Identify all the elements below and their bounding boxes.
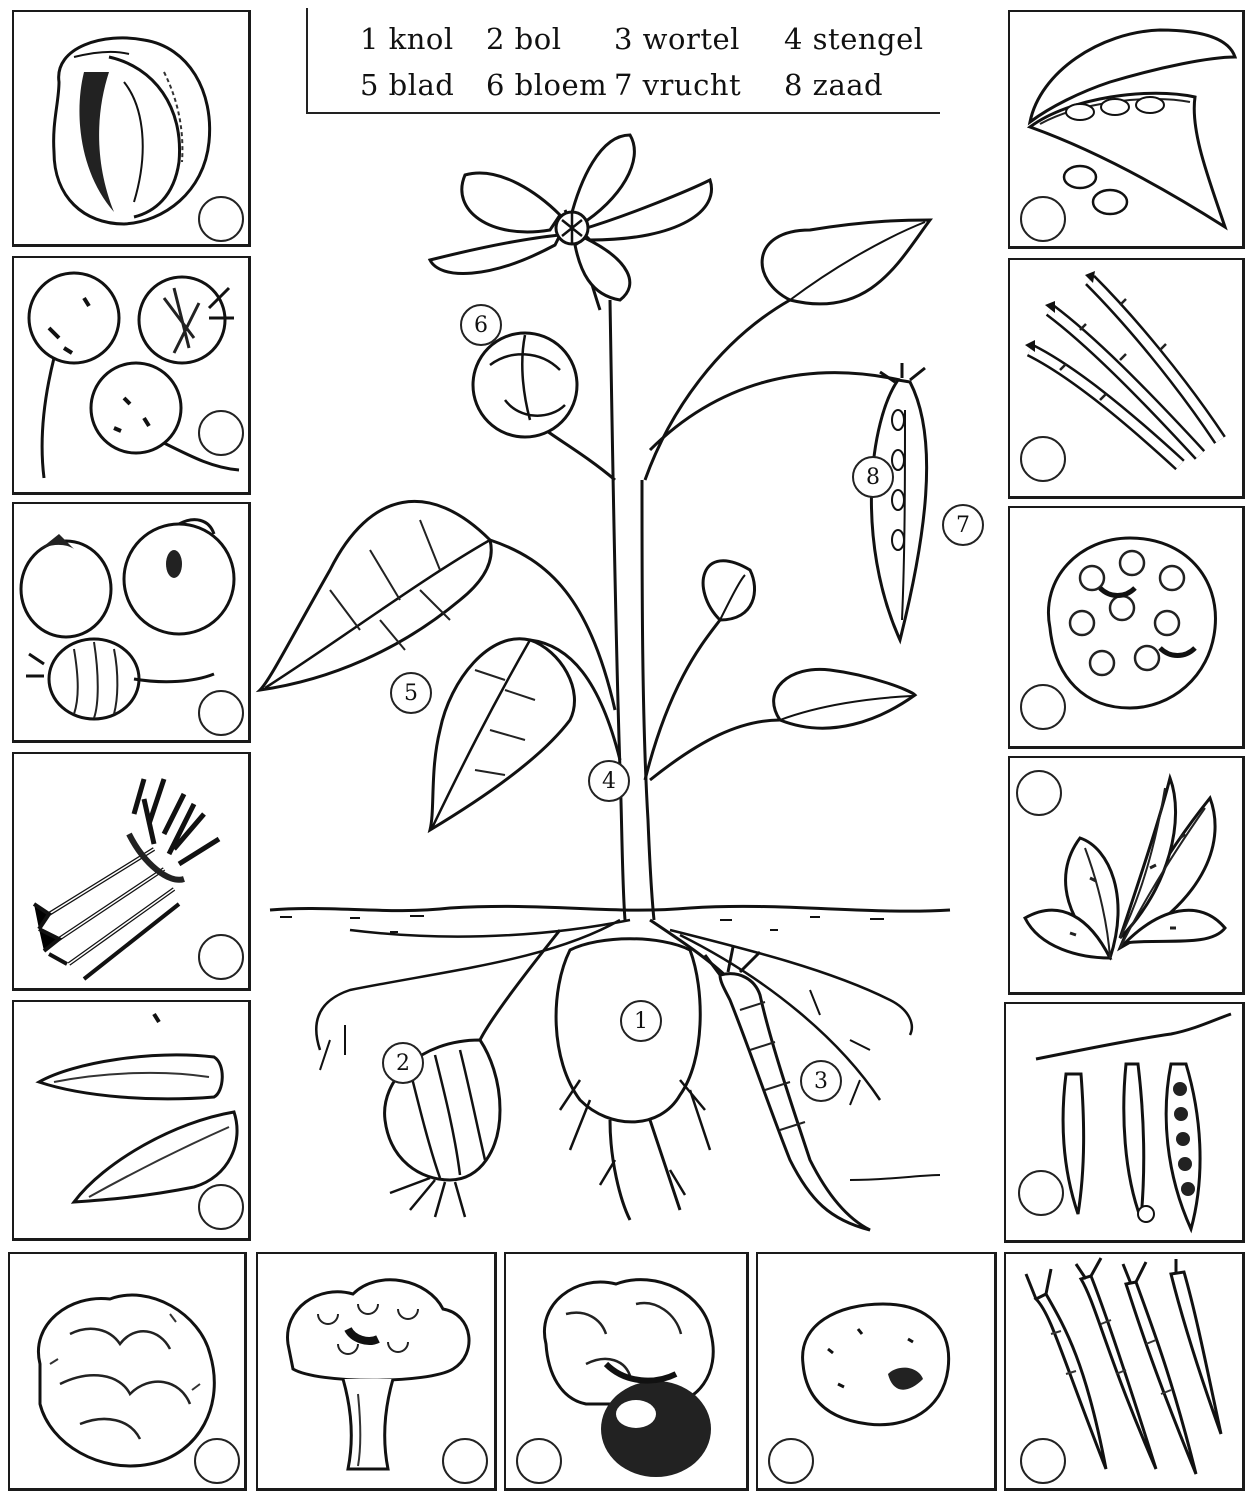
plant-diagram xyxy=(250,120,990,1250)
flower xyxy=(430,135,712,310)
label-badge-bloem: 6 xyxy=(460,304,502,346)
label-badge-vrucht: 7 xyxy=(942,504,984,546)
card-carrot xyxy=(1004,1252,1245,1491)
card-endive xyxy=(12,1000,251,1241)
card-lettuce xyxy=(8,1252,247,1491)
legend-item-wortel: 3 wortel xyxy=(614,22,740,56)
answer-circle-asparagus[interactable] xyxy=(1020,436,1066,482)
main-stem xyxy=(610,300,625,920)
legend-item-bol: 2 bol xyxy=(486,22,561,56)
answer-circle-lettuce[interactable] xyxy=(194,1438,240,1484)
legend-item-blad: 5 blad xyxy=(360,68,454,102)
pea-pod xyxy=(871,363,926,640)
answer-circle-cauliflower[interactable] xyxy=(1020,684,1066,730)
answer-circle-radish[interactable] xyxy=(198,410,244,456)
legend-item-bloem: 6 bloem xyxy=(486,68,607,102)
card-cauliflower xyxy=(1008,506,1245,749)
label-badge-wortel: 3 xyxy=(800,1060,842,1102)
card-peas xyxy=(1004,1002,1245,1243)
label-badge-knol: 1 xyxy=(620,1000,662,1042)
label-badge-blad: 5 xyxy=(390,672,432,714)
answer-circle-potato[interactable] xyxy=(768,1438,814,1484)
card-potato xyxy=(756,1252,997,1491)
answer-circle-celeriac[interactable] xyxy=(516,1438,562,1484)
legend-item-stengel: 4 stengel xyxy=(784,22,924,56)
answer-circle-carrot[interactable] xyxy=(1020,1438,1066,1484)
label-badge-stengel: 4 xyxy=(588,760,630,802)
label-badge-zaad: 8 xyxy=(852,456,894,498)
answer-circle-broad-bean[interactable] xyxy=(1020,196,1066,242)
answer-circle-endive[interactable] xyxy=(198,1184,244,1230)
leaf-mid-right xyxy=(774,669,915,728)
answer-circle-cabbage[interactable] xyxy=(198,196,244,242)
card-leek xyxy=(12,752,251,991)
card-asparagus xyxy=(1008,258,1245,499)
card-radish xyxy=(12,256,251,495)
card-broad-bean xyxy=(1008,10,1245,249)
legend-item-zaad: 8 zaad xyxy=(784,68,883,102)
answer-circle-broccoli[interactable] xyxy=(442,1438,488,1484)
leaf-large-left xyxy=(260,501,491,690)
card-spinach xyxy=(1008,756,1245,995)
card-celeriac xyxy=(504,1252,749,1491)
legend-item-knol: 1 knol xyxy=(360,22,454,56)
legend-item-vrucht: 7 vrucht xyxy=(614,68,741,102)
answer-circle-onion[interactable] xyxy=(198,690,244,736)
card-broccoli xyxy=(256,1252,497,1491)
flower-bud xyxy=(473,333,615,480)
tuber xyxy=(556,939,710,1220)
card-onion xyxy=(12,502,251,743)
ground-line xyxy=(270,906,950,911)
radish-icon xyxy=(14,258,248,492)
leaf-small-right xyxy=(703,561,754,620)
answer-circle-leek[interactable] xyxy=(198,934,244,980)
label-badge-bol: 2 xyxy=(382,1042,424,1084)
answer-circle-peas[interactable] xyxy=(1018,1170,1064,1216)
answer-circle-spinach[interactable] xyxy=(1016,770,1062,816)
legend-box: 1 knol 2 bol 3 wortel 4 stengel 5 blad 6… xyxy=(306,8,940,114)
card-cabbage xyxy=(12,10,251,247)
